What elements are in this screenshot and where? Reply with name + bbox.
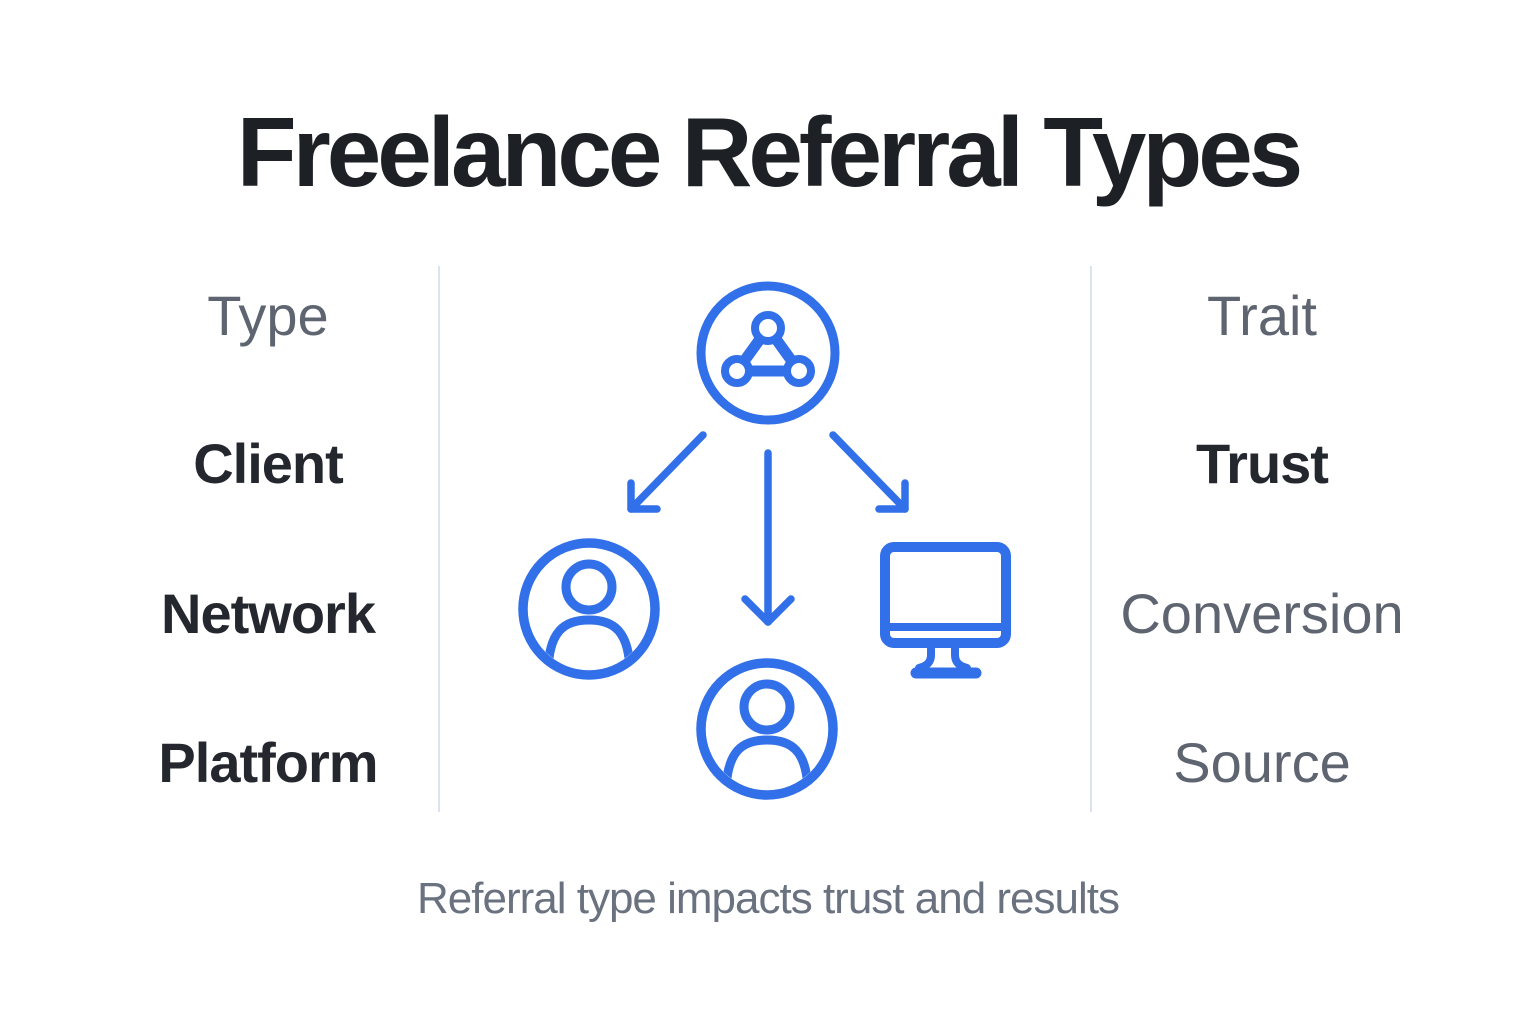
type-label: Client xyxy=(193,432,344,495)
person-icon xyxy=(696,658,838,800)
network-hub-icon xyxy=(696,281,840,425)
arrow-down-right-icon xyxy=(829,431,909,513)
trait-label: Trust xyxy=(1196,432,1329,495)
column-header-trait: Trait xyxy=(1207,284,1317,347)
page-title: Freelance Referral Types xyxy=(236,97,1303,207)
person-icon xyxy=(518,538,660,680)
type-label: Platform xyxy=(158,731,378,794)
arrow-down-left-icon xyxy=(627,431,707,513)
caption: Referral type impacts trust and results xyxy=(417,874,1120,923)
trait-label: Source xyxy=(1173,731,1351,794)
divider-line-left xyxy=(438,266,440,812)
type-label: Network xyxy=(161,582,376,645)
monitor-icon xyxy=(880,542,1011,679)
divider-line-right xyxy=(1090,266,1092,812)
trait-label: Conversion xyxy=(1120,582,1404,645)
referral-flow-diagram xyxy=(518,281,1011,800)
arrow-down-icon xyxy=(741,449,795,626)
column-header-type: Type xyxy=(207,284,329,347)
